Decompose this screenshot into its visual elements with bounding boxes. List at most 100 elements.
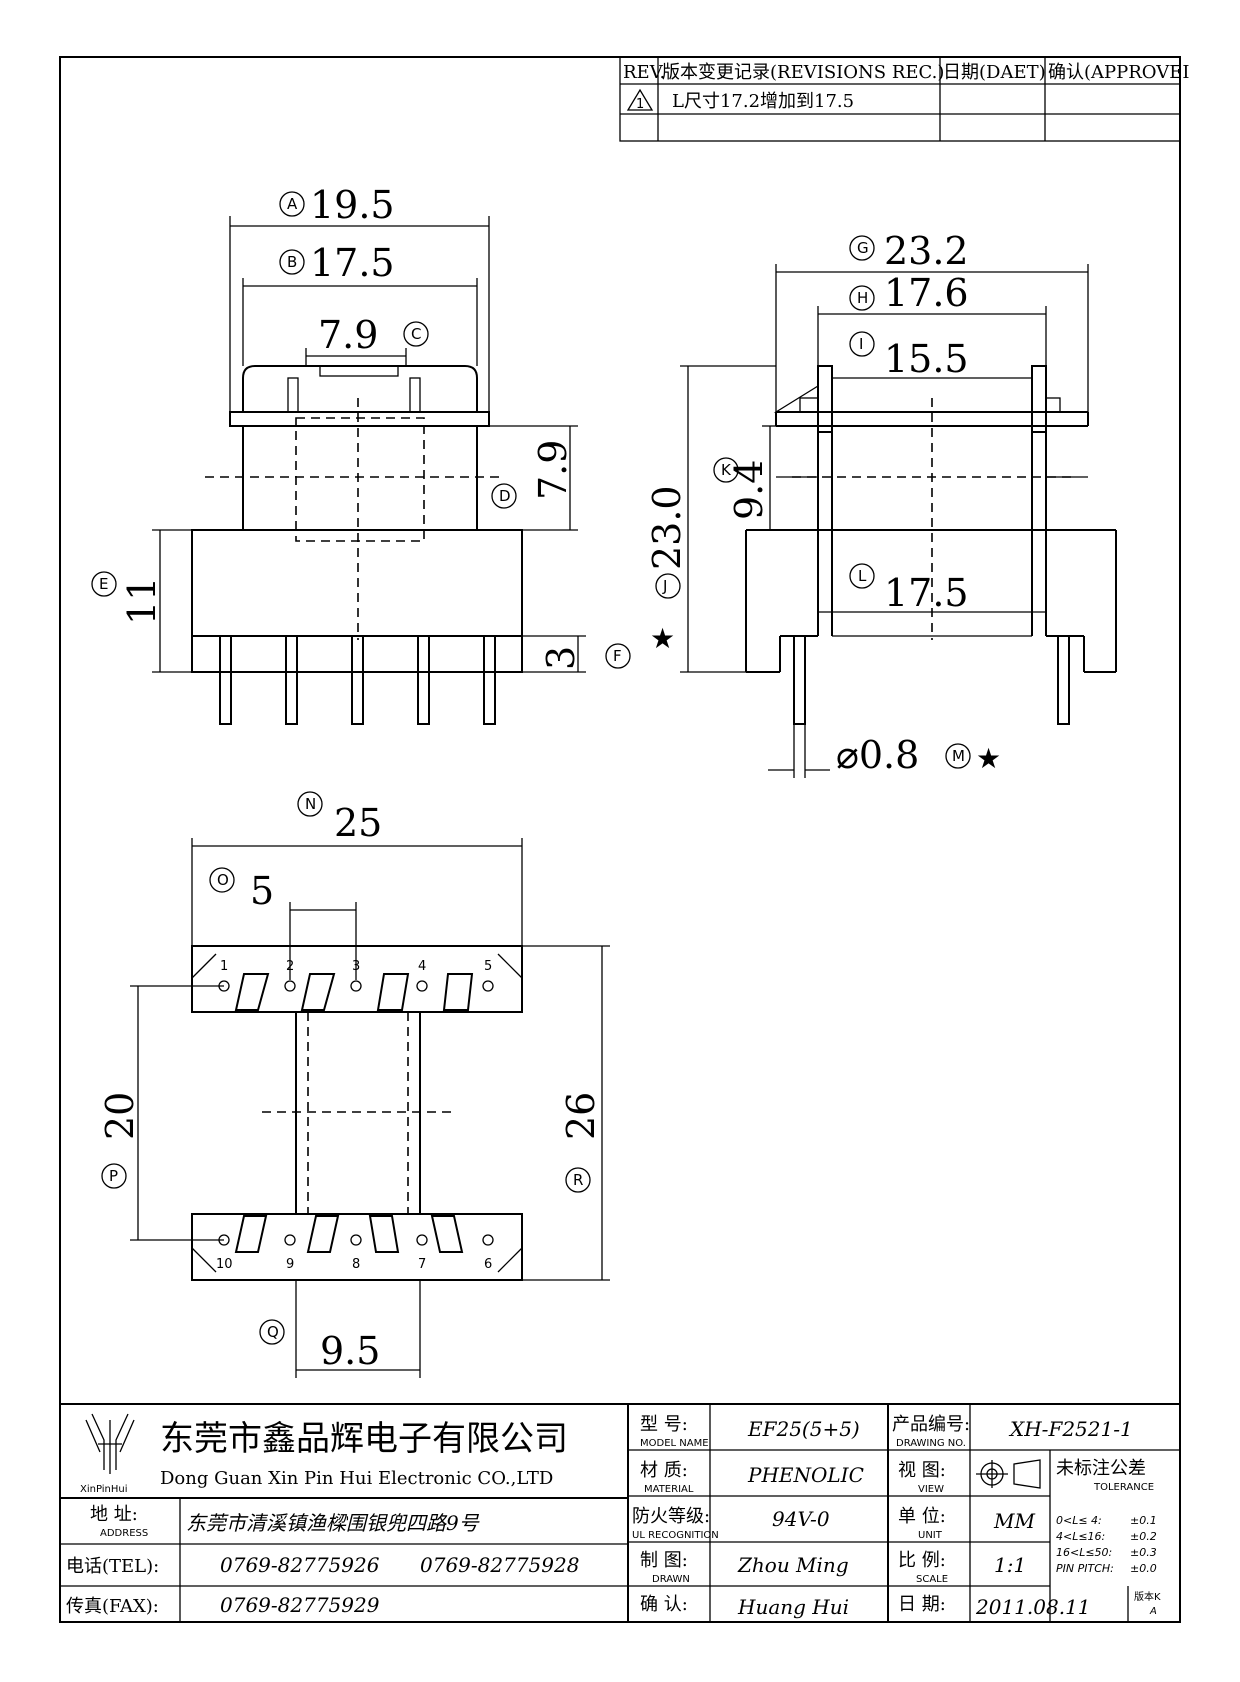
tolerance-range: 16<L≤50: <box>1056 1546 1112 1559</box>
revision-change: L尺寸17.2增加到17.5 <box>672 91 854 112</box>
front-view: G 23.2 H 17.6 I 15.5 23.0 J ★ 9.4 K L 17… <box>645 229 1117 778</box>
dim-b-value: 17.5 <box>310 241 395 285</box>
company-name-en: Dong Guan Xin Pin Hui Electronic CO.,LTD <box>160 1468 553 1489</box>
dim-b-marker <box>279 249 305 275</box>
dim-m-value: ⌀0.8 <box>836 733 919 777</box>
part-no-label-en: DRAWING NO. <box>896 1438 966 1449</box>
flame-value: 94V-0 <box>772 1507 830 1531</box>
company-logo: XinPinHui <box>80 1413 135 1495</box>
dim-o-marker <box>209 867 235 893</box>
dim-i-marker <box>849 331 875 357</box>
dim-q-label: Q <box>267 1323 279 1341</box>
dim-k-label: K <box>721 461 732 479</box>
dim-e-label: E <box>99 575 108 593</box>
dim-l-label: L <box>858 567 867 585</box>
dim-p-value: 20 <box>98 1092 142 1140</box>
dim-o-label: O <box>217 871 229 889</box>
side-view: A 19.5 B 17.5 7.9 C 7.9 D 11 E 3 <box>91 183 631 725</box>
dim-c-label: C <box>411 325 421 343</box>
dim-g-marker <box>849 235 875 261</box>
drawn-label: 制 图: <box>640 1550 688 1571</box>
flame-label: 防火等级: <box>632 1506 710 1527</box>
dim-q-marker <box>259 1319 285 1345</box>
tolerance-label: 未标注公差 <box>1056 1458 1146 1479</box>
pin-label: 4 <box>418 959 426 974</box>
model-value: EF25(5+5) <box>747 1417 860 1441</box>
dim-l-value: 17.5 <box>884 571 969 615</box>
sheet-border <box>59 56 1181 1623</box>
model-label: 型 号: <box>640 1414 688 1435</box>
dim-k-value: 9.4 <box>727 460 771 520</box>
dim-g-value: 23.2 <box>884 229 969 273</box>
dim-m-label: M <box>952 747 965 765</box>
address-value: 东莞市清溪镇渔樑围银兜四路9号 <box>186 1511 480 1535</box>
dim-c-value: 7.9 <box>318 313 378 357</box>
dim-h-label: H <box>857 289 868 307</box>
date-value: 2011.08.11 <box>975 1595 1091 1619</box>
pin-label: 10 <box>216 1257 233 1272</box>
check-value: Huang Hui <box>737 1595 849 1619</box>
dim-j-value: 23.0 <box>645 485 689 570</box>
dim-n-label: N <box>305 795 316 813</box>
dim-h-value: 17.6 <box>884 271 969 315</box>
title-block: XinPinHui 东莞市鑫品辉电子有限公司 Dong Guan Xin Pin… <box>60 1403 1180 1622</box>
dim-e-marker <box>91 571 117 597</box>
dim-h-marker <box>849 285 875 311</box>
dim-b-label: B <box>287 253 297 271</box>
address-label-en: ADDRESS <box>100 1528 148 1539</box>
dim-a-marker <box>279 191 305 217</box>
date-label: 日 期: <box>898 1594 946 1615</box>
tolerance-range: 4<L≤16: <box>1056 1530 1105 1543</box>
revision-table: REV. 版本变更记录(REVISIONS REC.) 日期(DAET) 确认(… <box>619 56 1190 142</box>
rev-header: REV. <box>623 62 665 83</box>
dim-f-marker <box>605 643 631 669</box>
dim-j-label: J <box>662 577 667 595</box>
scale-label-en: SCALE <box>916 1574 948 1585</box>
version-value: A <box>1149 1606 1157 1617</box>
tel-label: 电话(TEL): <box>66 1556 159 1577</box>
dim-r-marker <box>565 1167 591 1193</box>
projection-symbol-icon <box>976 1459 1041 1489</box>
tolerance-range: PIN PITCH: <box>1056 1562 1114 1575</box>
unit-value: MM <box>993 1509 1035 1533</box>
approve-header: 确认(APPROVEI <box>1048 62 1190 83</box>
revisions-header: 版本变更记录(REVISIONS REC.) <box>662 62 944 83</box>
dim-j-marker <box>655 573 681 599</box>
view-label: 视 图: <box>898 1460 946 1481</box>
pin-label: 5 <box>484 959 492 974</box>
unit-label: 单 位: <box>898 1506 946 1527</box>
part-no-value: XH-F2521-1 <box>1008 1417 1133 1441</box>
model-label-en: MODEL NAME <box>640 1438 709 1449</box>
tolerance-label-en: TOLERANCE <box>1093 1482 1154 1493</box>
dim-m-marker <box>945 743 971 769</box>
dim-a-label: A <box>287 195 298 213</box>
material-label-en: MATERIAL <box>644 1484 694 1495</box>
dim-k-marker <box>713 457 739 483</box>
unit-label-en: UNIT <box>918 1530 943 1541</box>
dim-a-value: 19.5 <box>310 183 395 227</box>
dim-d-label: D <box>499 487 511 505</box>
dim-i-value: 15.5 <box>884 337 969 381</box>
dim-d-value: 7.9 <box>531 440 575 500</box>
fax-label: 传真(FAX): <box>66 1596 159 1617</box>
tel-value-2: 0769-82775928 <box>420 1553 579 1577</box>
dim-n-marker <box>297 791 323 817</box>
part-no-label: 产品编号: <box>892 1414 970 1435</box>
dim-c-marker <box>403 321 429 347</box>
dim-l-marker <box>849 563 875 589</box>
revision-triangle-icon <box>626 88 654 111</box>
pin-label: 9 <box>286 1257 294 1272</box>
view-label-en: VIEW <box>918 1484 944 1495</box>
tolerance-value: ±0.3 <box>1130 1546 1157 1559</box>
flame-label-en: UL RECOGNITION <box>632 1530 719 1541</box>
revision-number: 1 <box>636 97 644 112</box>
scale-label: 比 例: <box>898 1550 946 1571</box>
tolerance-value: ±0.1 <box>1130 1514 1157 1527</box>
dim-f-label: F <box>613 647 622 665</box>
dim-i-label: I <box>859 335 863 353</box>
dim-r-label: R <box>573 1171 583 1189</box>
pin-label: 6 <box>484 1257 492 1272</box>
dim-q-value: 9.5 <box>320 1329 380 1373</box>
date-header: 日期(DAET) <box>943 62 1046 83</box>
